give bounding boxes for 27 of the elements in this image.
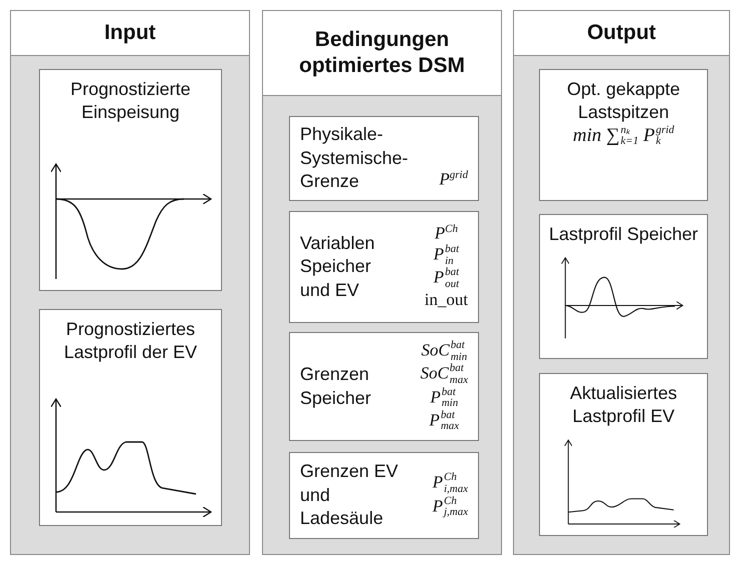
formula: P$^{grid}$: [439, 168, 468, 190]
box-title: Grenzen EV und Ladesäule: [300, 460, 400, 530]
condition-box: [289, 452, 479, 539]
chart-card: [539, 373, 708, 536]
box-title: Physikale- Systemische- Grenze: [300, 123, 405, 194]
formula: in_out: [424, 290, 468, 311]
condition-box: [289, 116, 479, 201]
box-title: Prognostizierte Einspeisung: [69, 78, 192, 124]
panel-title: Output: [587, 20, 656, 46]
condition-box: [289, 332, 479, 441]
chart-card: [39, 309, 222, 526]
panel-title: Input: [104, 20, 156, 46]
box-title: Lastprofil Speicher: [548, 223, 698, 246]
input-panel: [10, 10, 250, 555]
box-title: Aktualisiertes Lastprofil EV: [568, 382, 678, 428]
output-panel: [513, 10, 730, 555]
conditions-panel: [262, 10, 502, 555]
chart-card: [539, 214, 708, 359]
box-title: Variablen Speicher und EV: [300, 232, 376, 302]
box-title: Grenzen Speicher: [300, 363, 372, 410]
chart-card: [39, 69, 222, 291]
condition-box: [539, 69, 708, 201]
panel-title: Bedingungen optimiertes DSM: [298, 26, 466, 79]
formula: P$^{Ch}$: [434, 223, 458, 244]
box-title: Prognostiziertes Lastprofil der EV: [62, 318, 198, 364]
box-title: Opt. gekappte Lastspitzen: [566, 78, 682, 124]
condition-box: [289, 211, 479, 323]
